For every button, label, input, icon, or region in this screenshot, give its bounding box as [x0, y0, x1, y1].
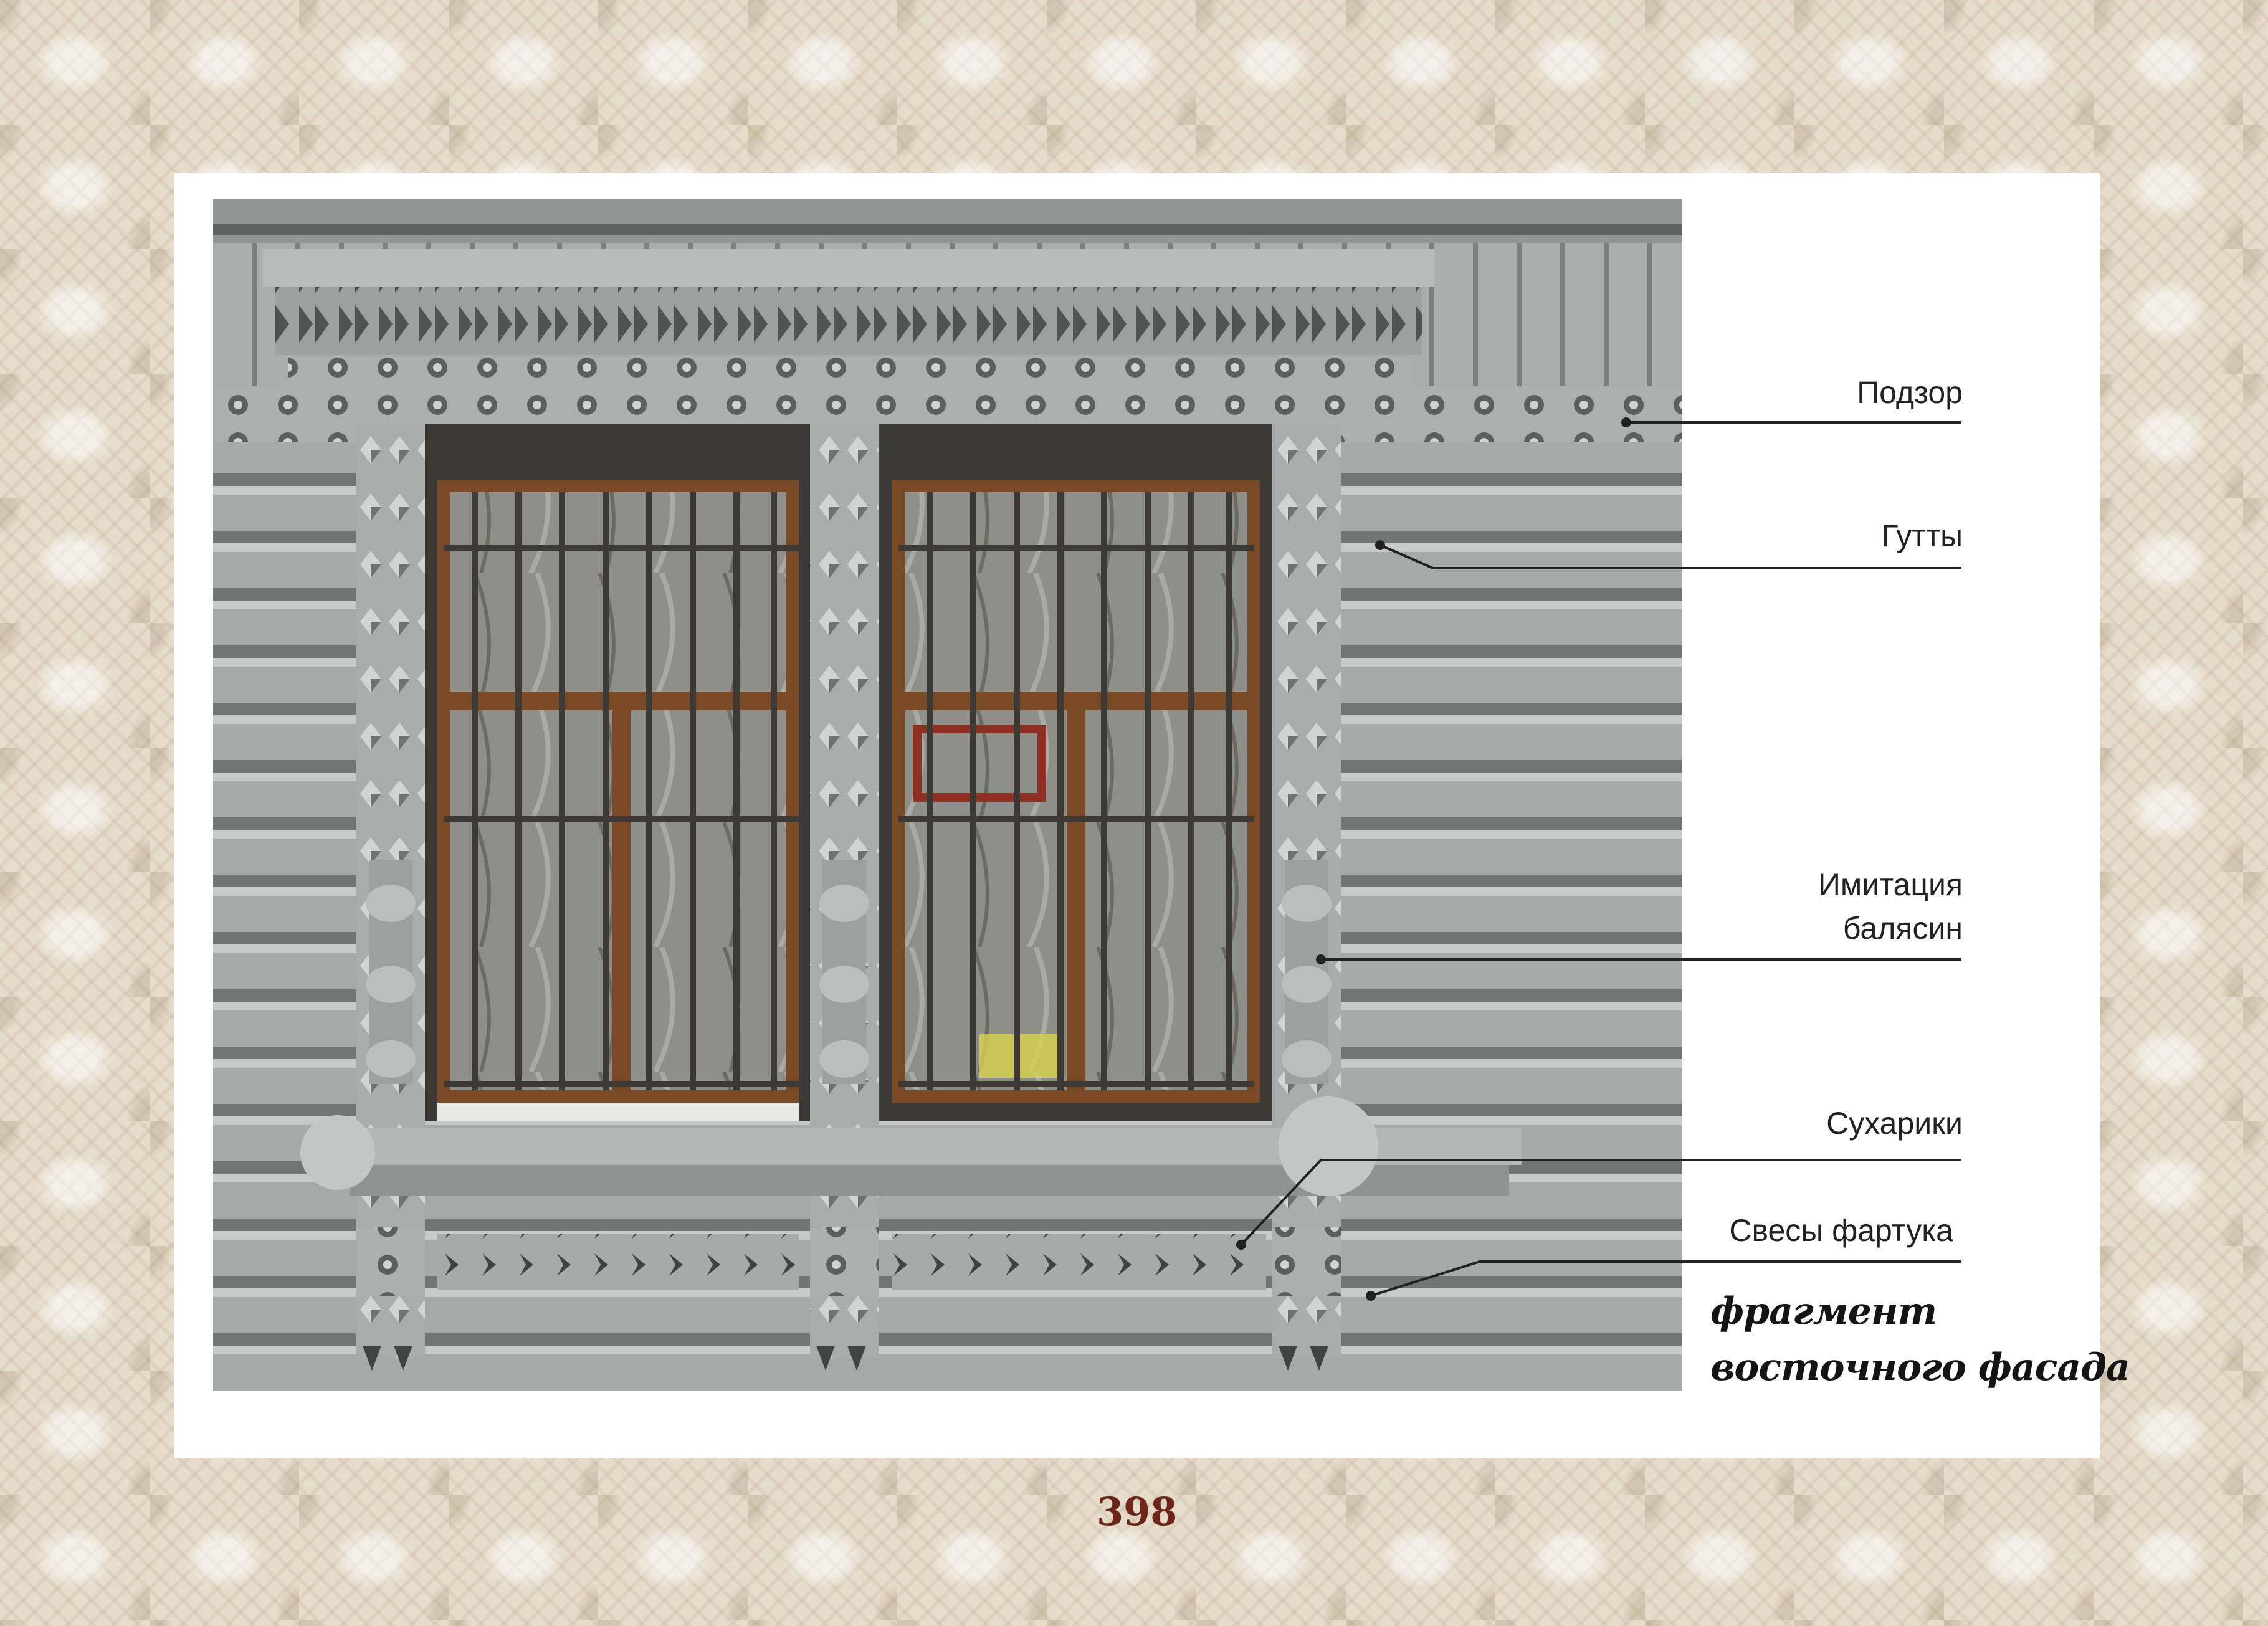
facade-photo — [213, 199, 1682, 1391]
label-sukhariki: Сухарики — [1826, 1106, 1963, 1141]
label-imitation-line1: Имитация — [1818, 867, 1963, 902]
label-podzor: Подзор — [1857, 375, 1963, 410]
page-number: 398 — [1097, 1489, 1178, 1534]
photo-caption: фрагмент восточного фасада — [1710, 1283, 2130, 1395]
label-svesy: Свесы фартука — [1729, 1213, 1953, 1248]
caption-line2: восточного фасада — [1710, 1346, 2130, 1389]
label-gutty: Гутты — [1881, 518, 1963, 553]
label-imitation-line2: балясин — [1842, 911, 1963, 946]
caption-line1: фрагмент — [1710, 1290, 1937, 1333]
